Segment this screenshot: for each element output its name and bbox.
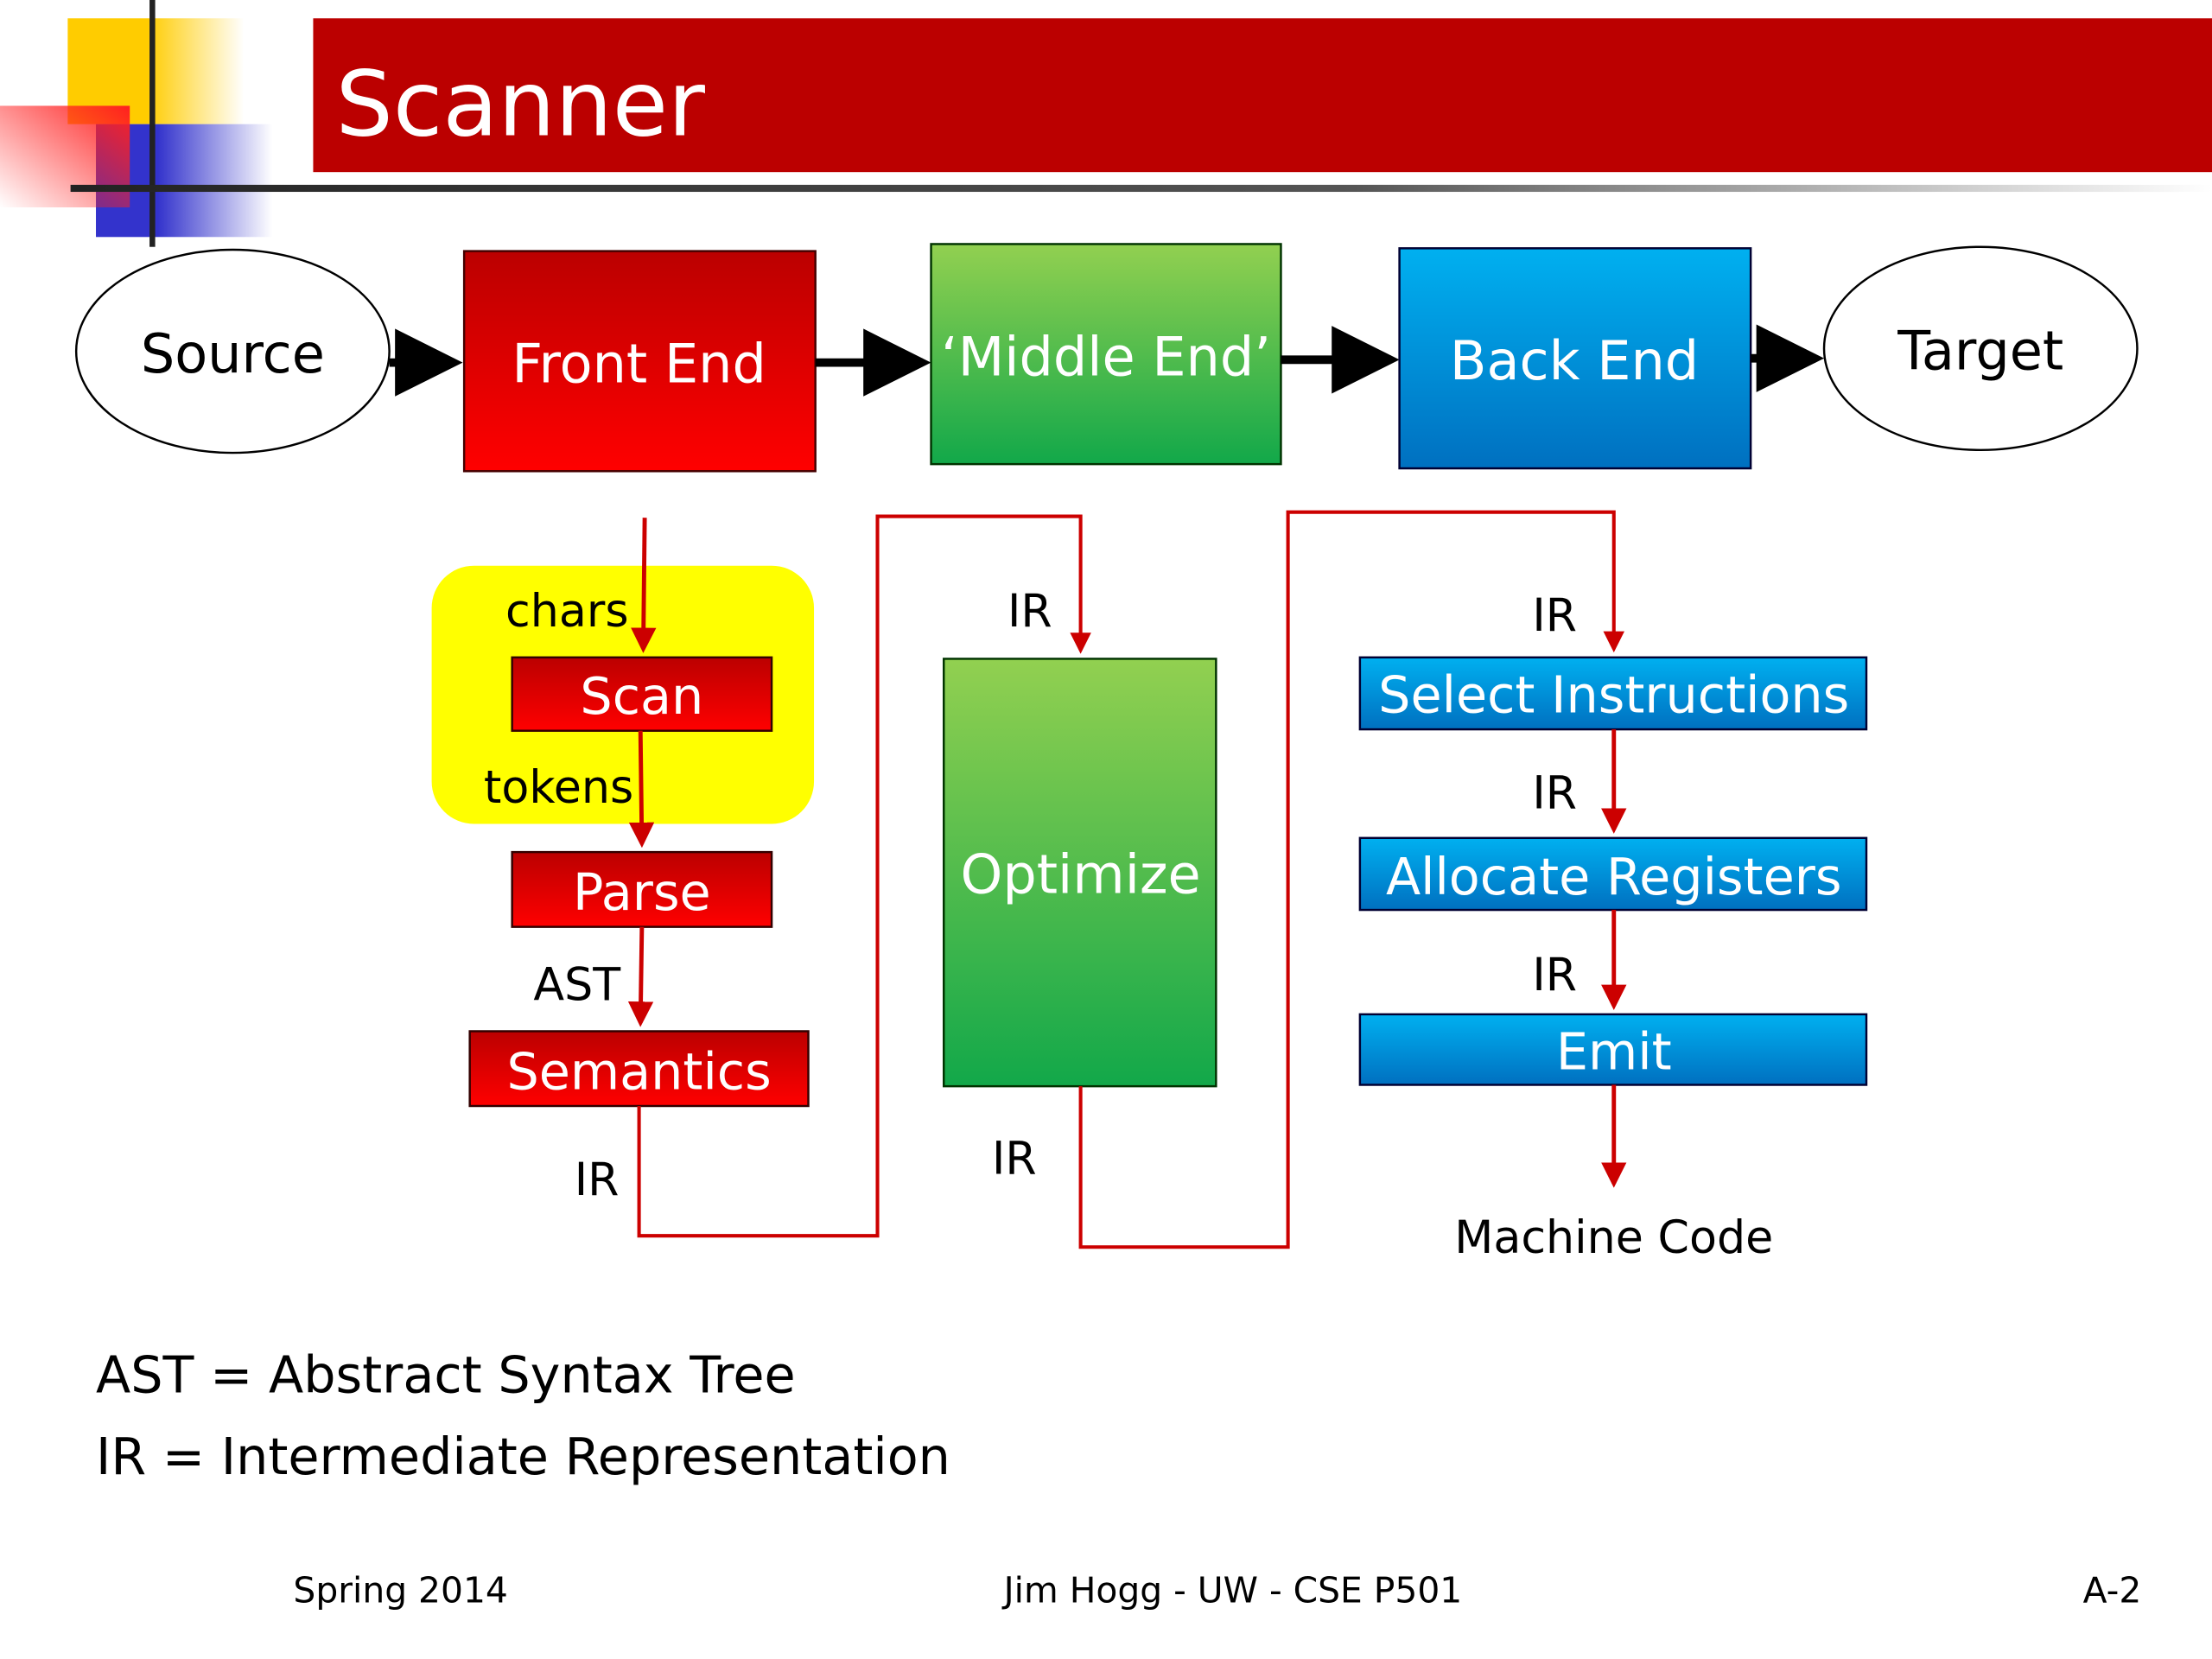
allocate-registers-label: Allocate Registers xyxy=(1386,847,1842,906)
emit-label: Emit xyxy=(1556,1022,1672,1082)
allocate-output-ir-label: IR xyxy=(1532,950,1577,1001)
target-node xyxy=(1822,245,2139,452)
source-node xyxy=(74,248,391,454)
allocate-registers-box xyxy=(1358,836,1868,912)
red-square xyxy=(0,105,130,207)
parse-box xyxy=(511,850,773,928)
target-label: Target xyxy=(1897,320,2063,383)
flow-tokens xyxy=(628,730,655,849)
front-end-label: Front End xyxy=(512,332,766,395)
semantics-ir-label: IR xyxy=(575,1154,620,1206)
scan-label: Scan xyxy=(580,666,703,726)
flow-ir-to-optimize xyxy=(637,514,1091,1238)
footer-date: Spring 2014 xyxy=(293,1570,507,1611)
optimize-output-ir-label: IR xyxy=(992,1133,1037,1185)
back-end-box xyxy=(1398,247,1752,470)
tokens-label: tokens xyxy=(484,762,633,814)
semantics-box xyxy=(468,1030,810,1108)
middle-end-label: ‘Middle End’ xyxy=(941,325,1271,388)
vertical-rule xyxy=(149,0,156,247)
machine-code-label: Machine Code xyxy=(1454,1212,1773,1264)
front-end-box xyxy=(462,250,817,473)
middle-end-box xyxy=(930,243,1282,466)
optimize-box xyxy=(943,658,1217,1088)
middle-end-detail: IR Optimize IR xyxy=(943,586,1217,1185)
optimize-input-ir-label: IR xyxy=(1007,586,1052,638)
back-end-detail: IR Select Instructions IR Allocate Regis… xyxy=(1358,590,1868,1264)
semantics-label: Semantics xyxy=(506,1041,771,1101)
select-output-ir-label: IR xyxy=(1532,768,1577,820)
optimize-label: Optimize xyxy=(961,842,1201,906)
title-bar xyxy=(313,18,2212,173)
ast-label: AST xyxy=(533,960,621,1012)
flow-chars xyxy=(631,518,657,653)
slide-title: Scanner xyxy=(336,52,705,157)
back-end-label: Back End xyxy=(1450,329,1699,392)
select-instructions-box xyxy=(1358,656,1868,731)
glossary-ir: IR = Intermediate Representation xyxy=(96,1427,950,1486)
select-input-ir-label: IR xyxy=(1532,590,1577,642)
decorative-logo xyxy=(0,0,273,247)
footer-author: Jim Hogg - UW - CSE P501 xyxy=(1001,1570,1463,1611)
source-label: Source xyxy=(141,322,325,385)
title-underline xyxy=(70,184,2212,193)
chars-label: chars xyxy=(505,586,629,638)
flow-ir-to-select xyxy=(1078,510,1624,1249)
glossary-ast: AST = Abstract Syntax Tree xyxy=(96,1344,796,1404)
footer-page-number: A-2 xyxy=(2083,1570,2142,1611)
flow-ast xyxy=(627,926,654,1027)
front-end-detail: chars Scan tokens Parse AST Semantics IR xyxy=(431,518,815,1206)
pipeline: Source Front End ‘Middle End’ Back End T… xyxy=(74,243,2139,473)
parse-label: Parse xyxy=(573,862,711,922)
select-instructions-label: Select Instructions xyxy=(1378,664,1849,724)
